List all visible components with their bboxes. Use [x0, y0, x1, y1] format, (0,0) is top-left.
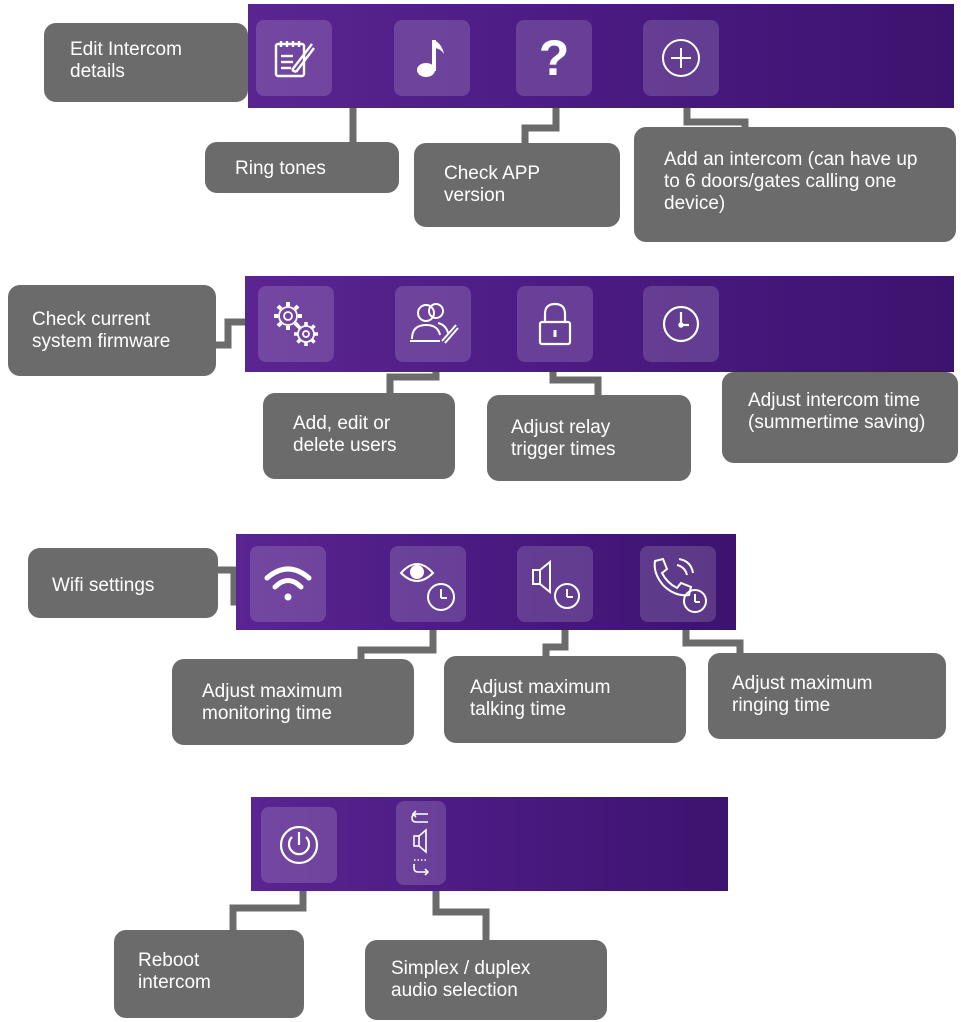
speaker-clock-icon — [532, 559, 580, 609]
callout-talking: Adjust maximum talking time — [444, 656, 686, 743]
callout-users: Add, edit or delete users — [263, 393, 455, 479]
callout-audio: Simplex / duplex audio selection — [365, 940, 607, 1020]
audio-mode-button[interactable] — [396, 801, 446, 885]
menu-bar-2 — [245, 276, 954, 372]
callout-monitoring: Adjust maximum monitoring time — [172, 659, 414, 745]
relay-trigger-button[interactable] — [517, 286, 593, 362]
menu-bar-3 — [236, 534, 736, 630]
phone-clock-icon — [653, 557, 707, 613]
callout-reboot: Reboot intercom — [114, 930, 304, 1018]
callout-ring-tones: Ring tones — [205, 142, 399, 193]
connector-monitor — [357, 625, 437, 662]
callout-relay: Adjust relay trigger times — [487, 395, 691, 481]
music-note-icon — [417, 40, 444, 77]
reboot-button[interactable] — [261, 807, 337, 883]
monitoring-time-button[interactable] — [390, 546, 466, 622]
check-app-version-button[interactable]: ? — [516, 20, 592, 96]
users-button[interactable] — [395, 286, 471, 362]
intercom-time-button[interactable] — [643, 286, 719, 362]
plus-circle-icon — [662, 39, 700, 77]
callout-ringing: Adjust maximum ringing time — [708, 653, 946, 739]
clock-icon — [662, 305, 700, 343]
menu-bar-1: ? — [248, 4, 954, 108]
connector-audio — [432, 888, 490, 942]
callout-add-intercom: Add an intercom (can have up to 6 doors/… — [634, 127, 956, 242]
power-icon — [279, 825, 319, 865]
connector-reboot — [229, 885, 307, 932]
padlock-icon — [538, 302, 572, 346]
wifi-settings-button[interactable] — [250, 546, 326, 622]
question-mark-icon: ? — [538, 30, 570, 86]
callout-edit-intercom: Edit Intercom details — [44, 23, 248, 102]
callout-app-version: Check APP version — [414, 143, 620, 227]
wifi-icon — [264, 566, 312, 601]
callout-firmware: Check current system firmware — [8, 285, 216, 376]
notepad-pen-icon — [274, 41, 315, 78]
ring-tones-button[interactable] — [394, 20, 470, 96]
users-edit-icon — [410, 303, 459, 344]
menu-bar-4 — [251, 797, 728, 891]
connector-ringtime — [682, 628, 744, 656]
callout-wifi: Wifi settings — [28, 548, 218, 618]
talking-time-button[interactable] — [517, 546, 593, 622]
eye-clock-icon — [399, 563, 455, 611]
speaker-swap-icon — [411, 810, 430, 876]
gears-icon — [274, 302, 318, 346]
callout-time: Adjust intercom time (summertime saving) — [722, 372, 958, 463]
firmware-button[interactable] — [258, 286, 334, 362]
add-intercom-button[interactable] — [643, 20, 719, 96]
ringing-time-button[interactable] — [640, 546, 716, 622]
edit-intercom-button[interactable] — [256, 20, 332, 96]
